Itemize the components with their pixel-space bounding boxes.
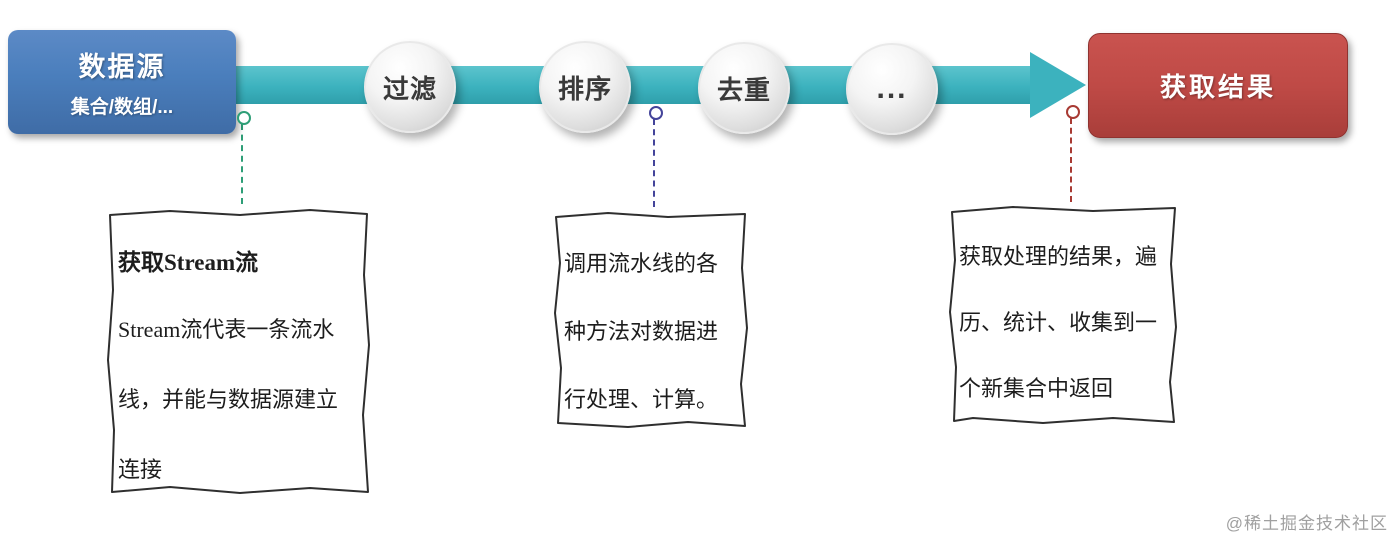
stage-circle-filter: 过滤	[364, 41, 456, 133]
sketch-border	[107, 209, 370, 494]
note-line: 线，并能与数据源建立	[118, 387, 339, 412]
stage-circle-more: ...	[846, 43, 938, 135]
note-get-stream: 获取Stream流 Stream流代表一条流水 线，并能与数据源建立 连接	[100, 205, 375, 500]
watermark: @稀土掘金技术社区	[1225, 514, 1388, 533]
note-line: 获取处理的结果，遍	[959, 244, 1158, 269]
note-line: 个新集合中返回	[959, 376, 1114, 401]
note-line: 行处理、计算。	[564, 387, 719, 412]
note-title: 获取Stream流	[118, 250, 259, 275]
note-line: 历、统计、收集到一	[959, 310, 1158, 335]
note-content: 获取Stream流 Stream流代表一条流水 线，并能与数据源建立 连接	[100, 205, 375, 505]
stage-circle-sort: 排序	[539, 41, 631, 133]
stage-label-filter: 过滤	[382, 73, 437, 104]
note-collect-result: 获取处理的结果，遍 历、统计、收集到一 个新集合中返回	[943, 202, 1183, 430]
stage-label-dedupe: 去重	[716, 74, 771, 105]
connector-dot-result	[1066, 105, 1080, 119]
stage-label-more: ...	[876, 72, 908, 105]
sketch-border	[554, 212, 748, 428]
sketch-border	[949, 206, 1177, 424]
data-source-box: 数据源 集合/数组/...	[8, 30, 236, 134]
result-box: 获取结果	[1088, 33, 1348, 138]
stage-label-sort: 排序	[557, 73, 612, 104]
connector-line-source	[241, 124, 243, 204]
note-content: 获取处理的结果，遍 历、统计、收集到一 个新集合中返回	[943, 202, 1183, 422]
result-title: 获取结果	[1159, 72, 1276, 102]
connector-dot-source	[237, 111, 251, 125]
connector-line-middle	[653, 119, 655, 207]
stage-circle-dedupe: 去重	[698, 42, 790, 134]
note-process: 调用流水线的各 种方法对数据进 行处理、计算。	[548, 208, 753, 433]
data-source-title: 数据源	[78, 52, 166, 82]
note-content: 调用流水线的各 种方法对数据进 行处理、计算。	[548, 208, 753, 434]
note-line: 种方法对数据进	[564, 319, 719, 344]
note-line: Stream流代表一条流水	[118, 317, 335, 342]
note-line: 连接	[118, 457, 163, 482]
data-source-subtitle: 集合/数组/...	[70, 97, 174, 118]
connector-line-result	[1070, 118, 1072, 202]
connector-dot-middle	[649, 106, 663, 120]
note-line: 调用流水线的各	[564, 251, 719, 276]
